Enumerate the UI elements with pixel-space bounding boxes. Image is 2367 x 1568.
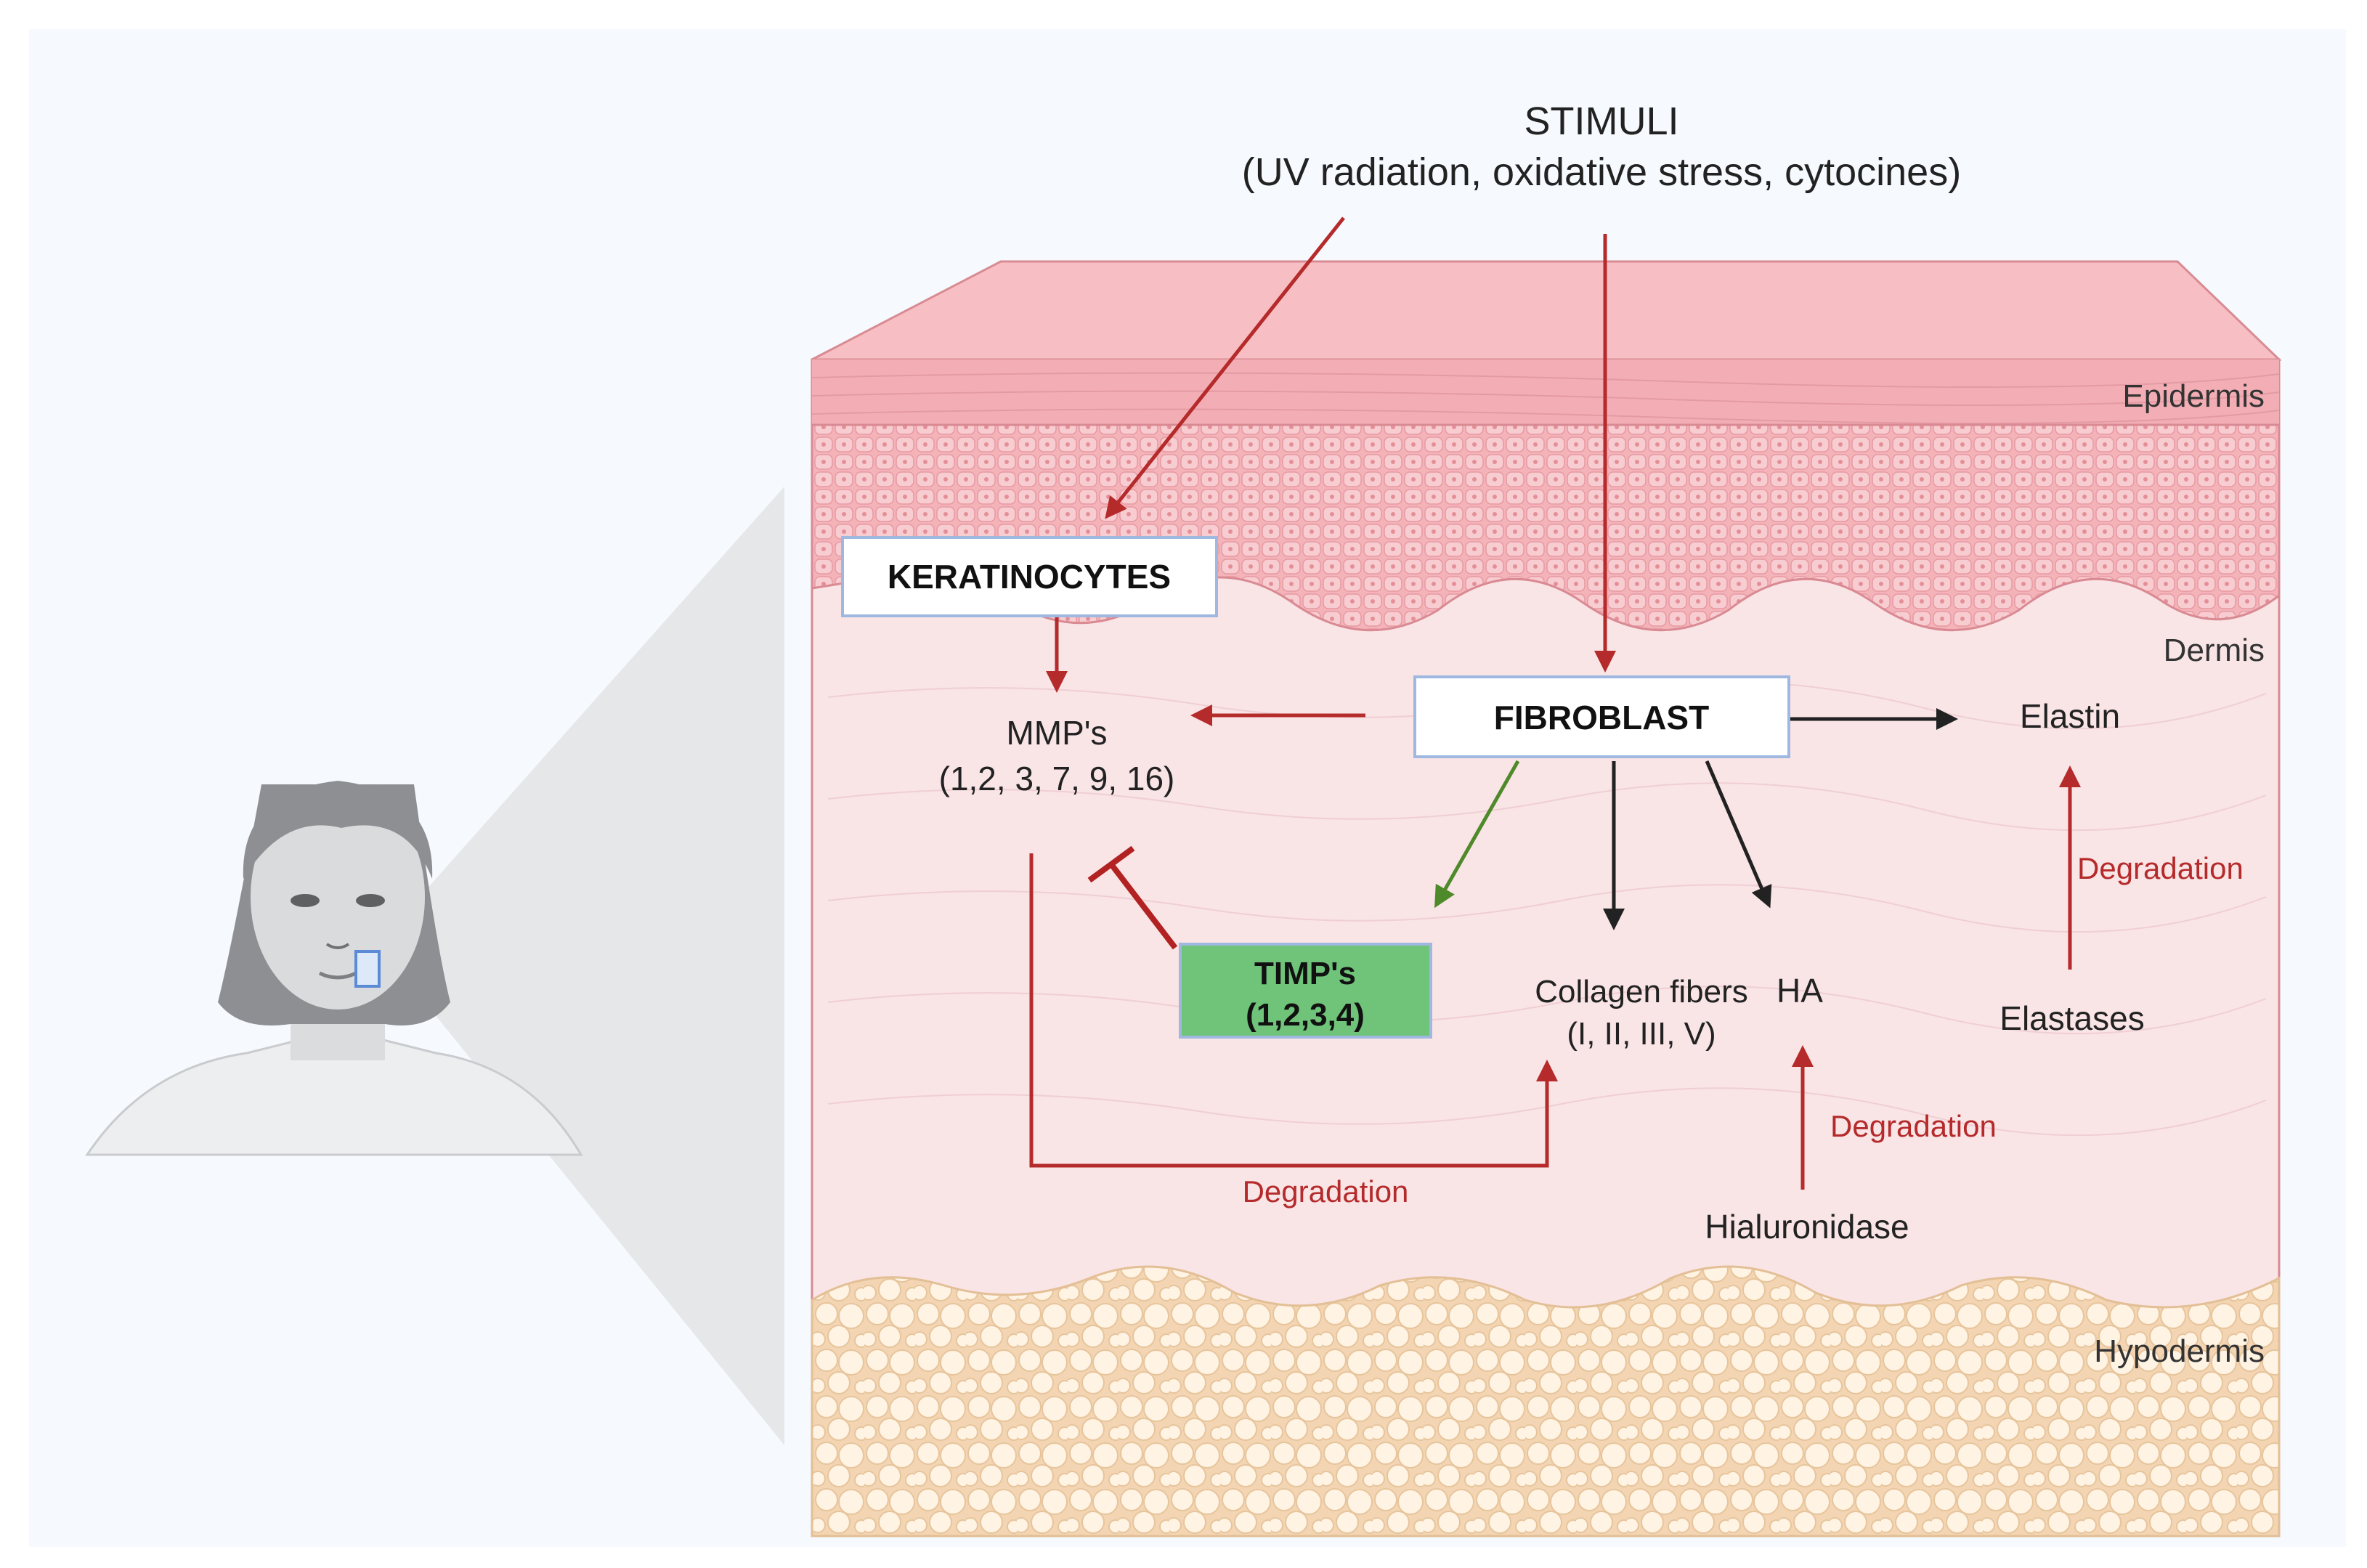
timps-box	[1179, 943, 1432, 1039]
person-illustration	[85, 781, 583, 1156]
skin-top-surface	[811, 260, 2282, 361]
arrow-fibroblast-to-timps	[1434, 760, 1520, 909]
elastin-label: Elastin	[2020, 697, 2120, 735]
arrow-mmps-to-collagen	[1029, 853, 1558, 1168]
hypodermis-label: Hypodermis	[2094, 1333, 2265, 1369]
collagen-label-line1: Collagen fibers	[1535, 974, 1748, 1010]
hialuronidase-label: Hialuronidase	[1705, 1208, 1909, 1246]
zoom-cone	[378, 487, 784, 1445]
hypodermis-layer	[811, 1265, 2281, 1537]
collagen-label-line2: (I, II, III, V)	[1567, 1016, 1716, 1052]
mmps-label-line2: (1,2, 3, 7, 9, 16)	[939, 760, 1175, 797]
keratinocytes-label: KERATINOCYTES	[888, 558, 1171, 596]
ha-label: HA	[1777, 972, 1823, 1010]
inhibition-timps-to-mmps	[1108, 862, 1178, 950]
arrow-fibroblast-to-ha	[1705, 760, 1772, 909]
dermis-label: Dermis	[2164, 633, 2265, 668]
fibroblast-label: FIBROBLAST	[1494, 699, 1709, 736]
degradation-collagen-label: Degradation	[1243, 1174, 1409, 1209]
fibroblast-box	[1413, 675, 1790, 758]
arrow-stimuli-to-keratinocytes	[1105, 216, 1345, 519]
degradation-ha-label: Degradation	[1830, 1109, 1997, 1143]
elastases-label: Elastases	[1999, 999, 2144, 1037]
degradation-elastin-label: Degradation	[2077, 851, 2244, 885]
timps-label-line2: (1,2,3,4)	[1246, 997, 1365, 1033]
keratinocytes-box	[841, 536, 1218, 617]
skin-sample-marker	[354, 950, 381, 988]
stimuli-title: STIMULI	[1524, 99, 1678, 143]
epidermis-strata	[811, 372, 2280, 424]
mmps-label-line1: MMP's	[1006, 714, 1107, 752]
timps-label-line1: TIMP's	[1254, 956, 1356, 991]
stimuli-subtitle: (UV radiation, oxidative stress, cytocin…	[1242, 150, 1961, 194]
epidermis-label: Epidermis	[2122, 378, 2265, 414]
dermis-fibers	[827, 681, 2267, 1137]
inhibition-bar	[1087, 845, 1135, 883]
